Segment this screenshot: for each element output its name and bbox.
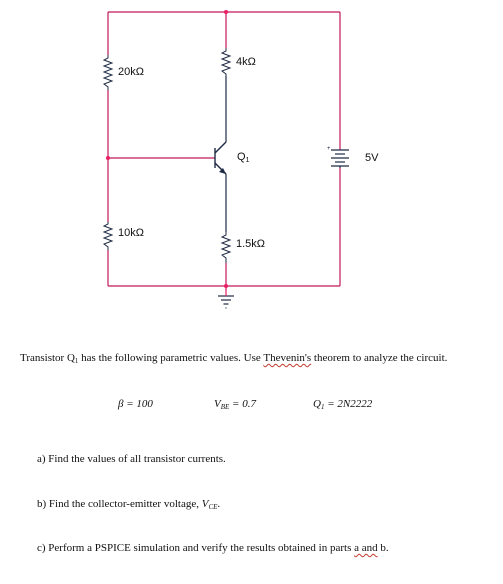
emitter-arrow bbox=[219, 168, 226, 174]
node-top bbox=[224, 10, 228, 14]
part-b: b) Find the collector-emitter voltage, V… bbox=[37, 498, 221, 511]
part-c: c) Perform a PSPICE simulation and verif… bbox=[37, 542, 389, 554]
parts-a-and-link: a and bbox=[354, 542, 378, 554]
label-r-10k: 10kΩ bbox=[118, 227, 144, 239]
resistor-20k bbox=[102, 55, 114, 90]
param-q1: Q1 = 2N2222 bbox=[313, 398, 373, 411]
label-source-5v: 5V bbox=[365, 152, 379, 164]
label-q1: Q1 bbox=[237, 151, 250, 164]
label-r-20k: 20kΩ bbox=[118, 66, 144, 78]
resistor-1-5k bbox=[220, 232, 232, 263]
thevenin-term: Thevenin's bbox=[263, 352, 312, 364]
label-r-4k: 4kΩ bbox=[236, 56, 256, 68]
resistor-10k bbox=[102, 222, 114, 250]
problem-intro: Transistor Q1 has the following parametr… bbox=[20, 352, 448, 365]
param-beta: β = 100 bbox=[118, 398, 153, 410]
ground-symbol bbox=[218, 295, 234, 309]
param-vbe: VBE = 0.7 bbox=[214, 398, 256, 411]
resistor-4k bbox=[220, 48, 232, 76]
circuit-diagram: + bbox=[102, 10, 349, 309]
transistor-q1 bbox=[214, 141, 227, 175]
node-base bbox=[106, 156, 110, 160]
node-ground bbox=[224, 284, 228, 288]
label-r-1-5k: 1.5kΩ bbox=[236, 238, 266, 250]
dc-source-5v bbox=[331, 149, 349, 168]
part-a: a) Find the values of all transistor cur… bbox=[37, 453, 226, 465]
svg-text:+: + bbox=[327, 146, 331, 152]
